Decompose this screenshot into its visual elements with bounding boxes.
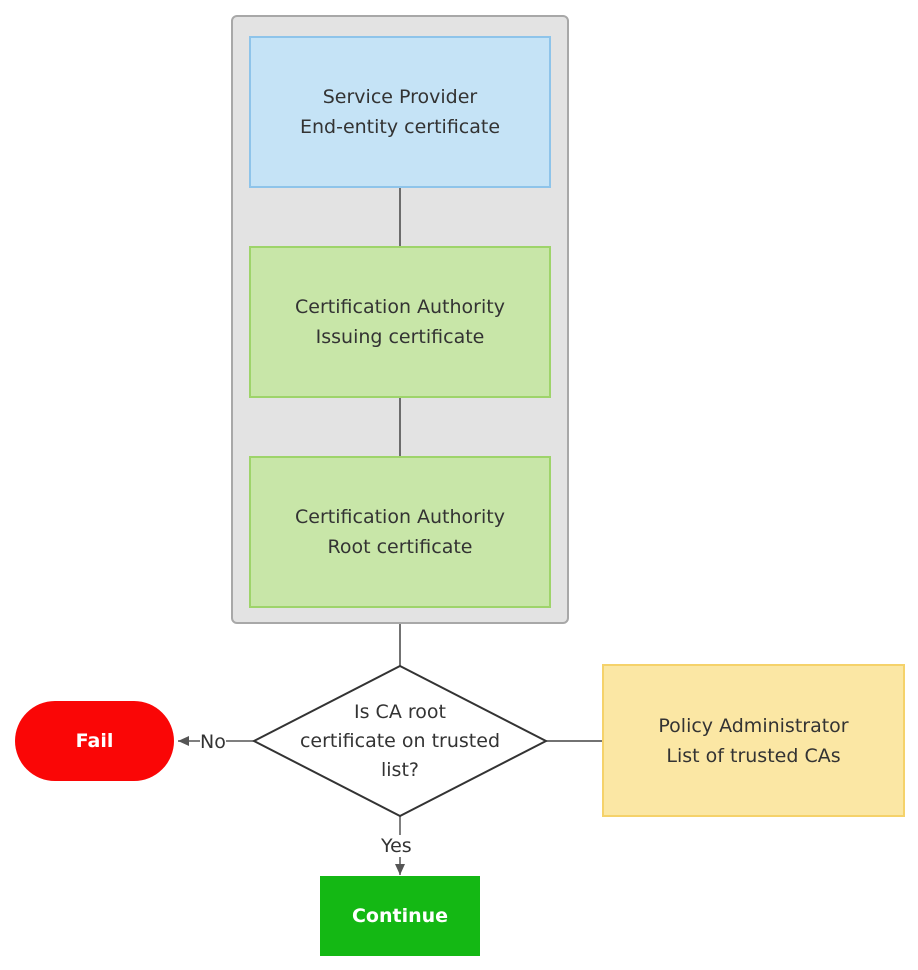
edge-label-no: No: [200, 731, 226, 753]
decision-line-1: Is CA root: [354, 701, 446, 723]
policy-administrator-box: Policy Administrator List of trusted CAs: [602, 664, 905, 817]
service-provider-subtitle: End-entity certificate: [299, 116, 501, 138]
fail-label: Fail: [75, 730, 114, 752]
root-ca-title: Certification Authority: [295, 506, 505, 528]
continue-label: Continue: [351, 905, 449, 927]
issuing-ca-title: Certification Authority: [295, 296, 505, 318]
issuing-ca-subtitle: Issuing certificate: [315, 326, 485, 348]
decision-line-2: certificate on trusted: [299, 730, 501, 752]
decision-line-3: list?: [381, 759, 419, 781]
decision-question: Is CA root certificate on trusted list?: [295, 698, 505, 785]
policy-administrator-subtitle: List of trusted CAs: [666, 744, 841, 767]
root-ca-certificate-box: Certification Authority Root certificate: [249, 456, 551, 608]
root-ca-subtitle: Root certificate: [327, 536, 473, 558]
issuing-ca-certificate-box: Certification Authority Issuing certific…: [249, 246, 551, 398]
service-provider-certificate-box: Service Provider End-entity certificate: [249, 36, 551, 188]
service-provider-title: Service Provider: [322, 86, 478, 108]
edge-label-yes: Yes: [381, 835, 412, 857]
decision-diamond: [251, 664, 549, 818]
continue-terminal: Continue: [320, 876, 480, 956]
fail-terminal: Fail: [15, 701, 174, 781]
policy-administrator-title: Policy Administrator: [658, 714, 849, 737]
